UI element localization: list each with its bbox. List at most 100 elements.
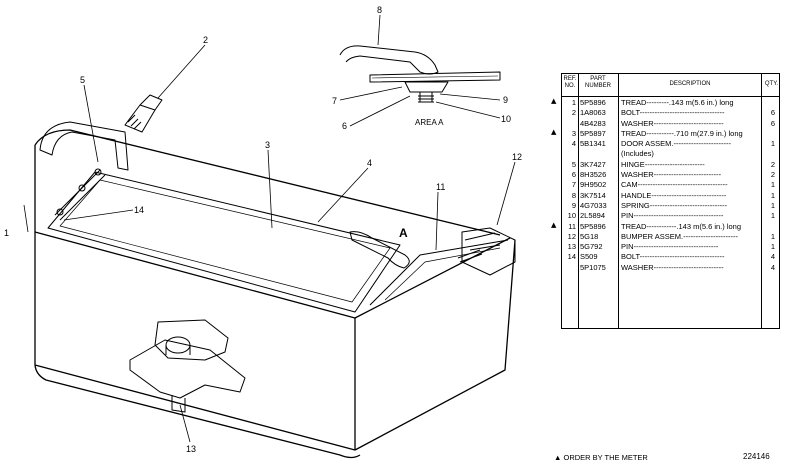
quantity-cell: 1 [770,242,775,252]
side-tread [369,239,509,306]
part-number-cell: 4B4283 [580,118,606,128]
header-ref: REF.NO. [563,76,577,89]
description-cell: HANDLE------------------------------ [621,190,727,200]
order-by-meter-mark: ▲ [551,97,557,105]
bumper-12 [461,227,516,276]
part-number-cell: 3K7427 [580,159,606,169]
part-number-cell: 2L5894 [580,211,606,221]
description-cell: BOLT---------------------------------- [621,252,725,262]
callout-14: 14 [134,205,144,215]
description-cell: SPRING------------------------------- [621,200,728,210]
part-number-cell: 8H3526 [580,170,607,180]
ref-cell: 2 [571,108,576,118]
col-divider [578,74,579,328]
table-row: 5P1075 WASHER----------------------------… [562,263,779,273]
table-row: (Includes) [562,149,779,159]
quantity-cell: 1 [770,211,775,221]
ref-cell: 12 [567,231,576,241]
ref-cell: 6 [571,170,576,180]
quantity-cell: 6 [770,118,775,128]
quantity-cell: 4 [770,252,775,262]
description-cell: WASHER--------------------------- [621,170,722,180]
ref-cell: 14 [567,252,576,262]
description-cell: (Includes) [621,149,654,159]
header-qty: QTY. [764,81,779,87]
pin-assembly-13 [129,319,246,413]
callout-2: 2 [203,35,208,45]
ref-cell: 9 [571,200,576,210]
description-cell: TREAD-----------.710 m(27.9 in.) long [621,128,743,138]
callout-10: 10 [501,114,511,124]
door-handle [349,231,410,269]
table-row: 4B4283 WASHER----------------------------… [562,119,779,129]
ref-cell: 11 [568,221,576,231]
order-by-meter-mark: ▲ [551,220,557,229]
description-cell: TREAD---------.143 m(5.6 in.) long [621,98,734,107]
part-number-cell: 5G18 [580,231,599,241]
part-number-cell: 3K7514 [580,190,606,200]
ref-cell: 10 [567,211,576,221]
col-divider [761,74,762,328]
area-a-marker: A [399,226,408,240]
part-number-cell: 5B1341 [580,139,606,149]
ref-cell: 5 [571,159,576,169]
part-number-cell: S509 [580,252,598,262]
box-top-back-edge [34,129,501,236]
description-cell: PIN---------------------------------- [621,242,719,252]
callout-3: 3 [265,140,270,150]
table-row: 3 5P5897 TREAD-----------.710 m(27.9 in.) … [562,129,779,139]
ref-cell: 8 [571,190,576,200]
box-bottom-curve [34,364,361,459]
table-row: 14 S509 BOLT------------------------------… [562,252,779,262]
callout-9: 9 [503,95,508,105]
quantity-cell: 2 [770,170,775,180]
table-row: 10 2L5894 PIN-----------------------------… [562,211,779,221]
drawing-number: 224146 [743,452,770,461]
header-desc: DESCRIPTION [669,81,711,87]
description-cell: PIN------------------------------------ [621,211,724,221]
description-cell: WASHER---------------------------- [621,262,724,272]
callout-11: 11 [436,182,445,192]
door-inner [59,179,391,303]
table-row: 6 8H3526 WASHER---------------------------… [562,170,779,180]
quantity-cell: 6 [770,108,775,118]
callout-6: 6 [342,121,347,131]
callout-1: 1 [4,228,9,238]
quantity-cell: 1 [770,190,775,200]
quantity-cell: 1 [770,231,775,241]
footnote: ▲ ORDER BY THE METER [554,453,648,462]
box-top-front-edge [34,231,511,319]
callout-13: 13 [186,444,196,454]
callout-5: 5 [80,75,85,85]
quantity-cell: 1 [770,180,775,190]
table-row: 8 3K7514 HANDLE---------------------------… [562,191,779,201]
quantity-cell: 2 [770,159,775,169]
part-number-cell: 9H9502 [580,180,607,190]
description-cell: BUMPER ASSEM.---------------------- [621,231,739,241]
area-a-detail [339,45,501,103]
hinge-detail [54,168,106,221]
callout-7: 7 [332,96,337,106]
order-by-meter-mark: ▲ [551,127,557,136]
ref-cell: 1 [571,98,576,107]
bolt-2 [124,94,163,133]
ref-cell: 3 [571,128,576,138]
part-number-cell: 5P1075 [580,262,606,272]
part-number-cell: 5P5897 [580,128,606,138]
description-cell: DOOR ASSEM.----------------------- [621,139,731,149]
callout-8: 8 [377,5,382,15]
quantity-cell: 4 [770,262,775,272]
area-a-label: AREA A [415,118,444,127]
door-panel [47,171,401,313]
ref-cell: 7 [571,180,576,190]
description-cell: WASHER---------------------------- [621,118,724,128]
callout-4: 4 [367,158,372,168]
